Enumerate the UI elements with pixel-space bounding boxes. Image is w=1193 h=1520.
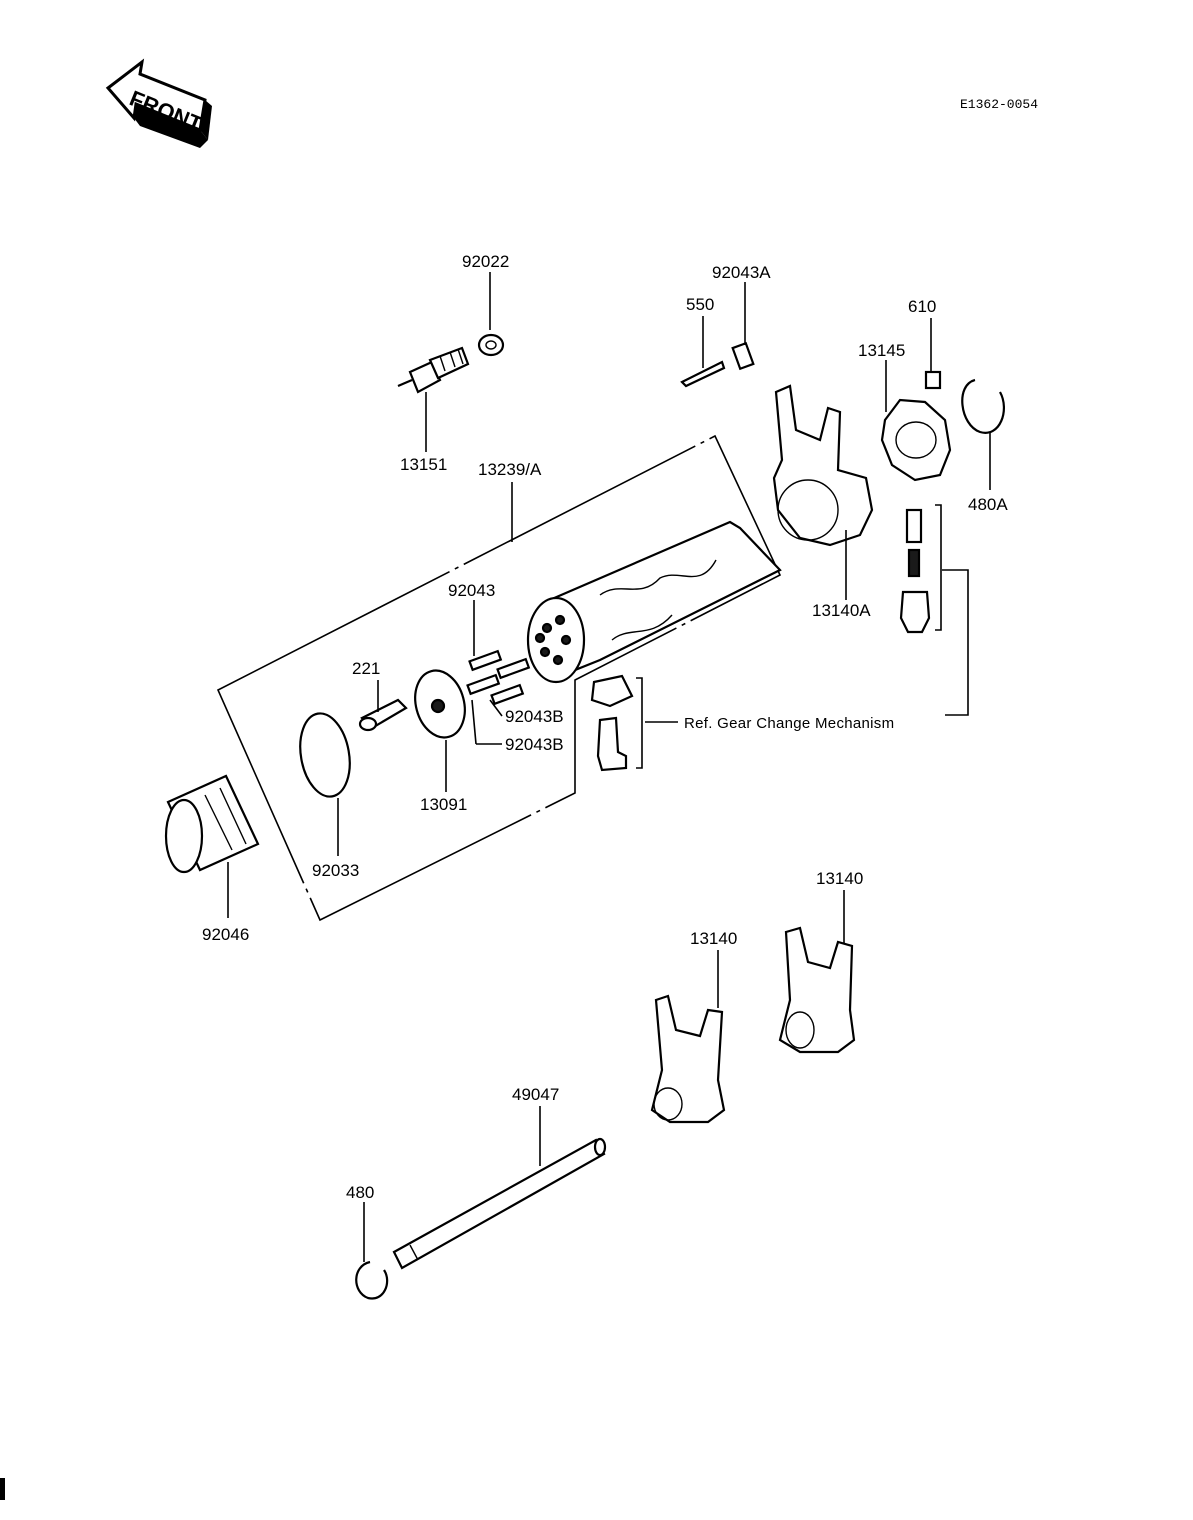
callout-92046: 92046	[202, 925, 249, 944]
drum-pins-part	[466, 649, 531, 706]
callout-49047: 49047	[512, 1085, 559, 1104]
callout-92043A: 92043A	[712, 263, 771, 282]
star-plate-part	[880, 398, 952, 482]
small-pin-part	[924, 370, 942, 390]
shift-drum-part	[526, 520, 782, 684]
callout-13239A: 13239/A	[478, 460, 542, 479]
callout-480: 480	[346, 1183, 374, 1202]
scan-edge-mark	[0, 1478, 5, 1500]
reference-note: Ref. Gear Change Mechanism	[684, 715, 894, 732]
shift-fork-mid-part	[650, 994, 726, 1124]
circlip-large-part	[299, 712, 351, 798]
shift-fork-a-part	[772, 384, 874, 547]
callout-13140-mid: 13140	[690, 929, 737, 948]
callout-92043B-1: 92043B	[505, 707, 564, 726]
circlip-small-part	[355, 1260, 389, 1300]
cam-plate-part	[590, 674, 634, 708]
shift-fork-right-part	[778, 926, 856, 1054]
assembly-frame	[216, 434, 782, 922]
cotter-pin-part	[680, 360, 726, 388]
callout-92043B-2: 92043B	[505, 735, 564, 754]
shift-rod-part	[392, 1137, 607, 1270]
callout-13145: 13145	[858, 341, 905, 360]
detent-bolt-part	[899, 590, 931, 634]
callout-610: 610	[908, 297, 936, 316]
callout-13091: 13091	[420, 795, 467, 814]
callout-13151: 13151	[400, 455, 447, 474]
neutral-switch-part	[397, 346, 470, 394]
callout-13140-right: 13140	[816, 869, 863, 888]
drawing-code: E1362-0054	[960, 97, 1038, 112]
washer-part	[477, 333, 505, 357]
cam-bolt-part	[596, 716, 628, 772]
callout-13140A: 13140A	[812, 601, 871, 620]
callout-480A: 480A	[968, 495, 1008, 514]
callout-92033: 92033	[312, 861, 359, 880]
callout-221: 221	[352, 659, 380, 678]
circlip-a-part	[961, 378, 1005, 434]
front-arrow-icon: FRONT	[105, 58, 212, 148]
detent-pin-part	[905, 508, 923, 544]
detent-spring-part	[907, 548, 921, 578]
needle-bearing-part	[164, 774, 260, 874]
callout-92043: 92043	[448, 581, 495, 600]
callout-550: 550	[686, 295, 714, 314]
reference-bracket	[636, 504, 969, 769]
pin-a-part	[731, 341, 755, 371]
callout-92022: 92022	[462, 252, 509, 271]
